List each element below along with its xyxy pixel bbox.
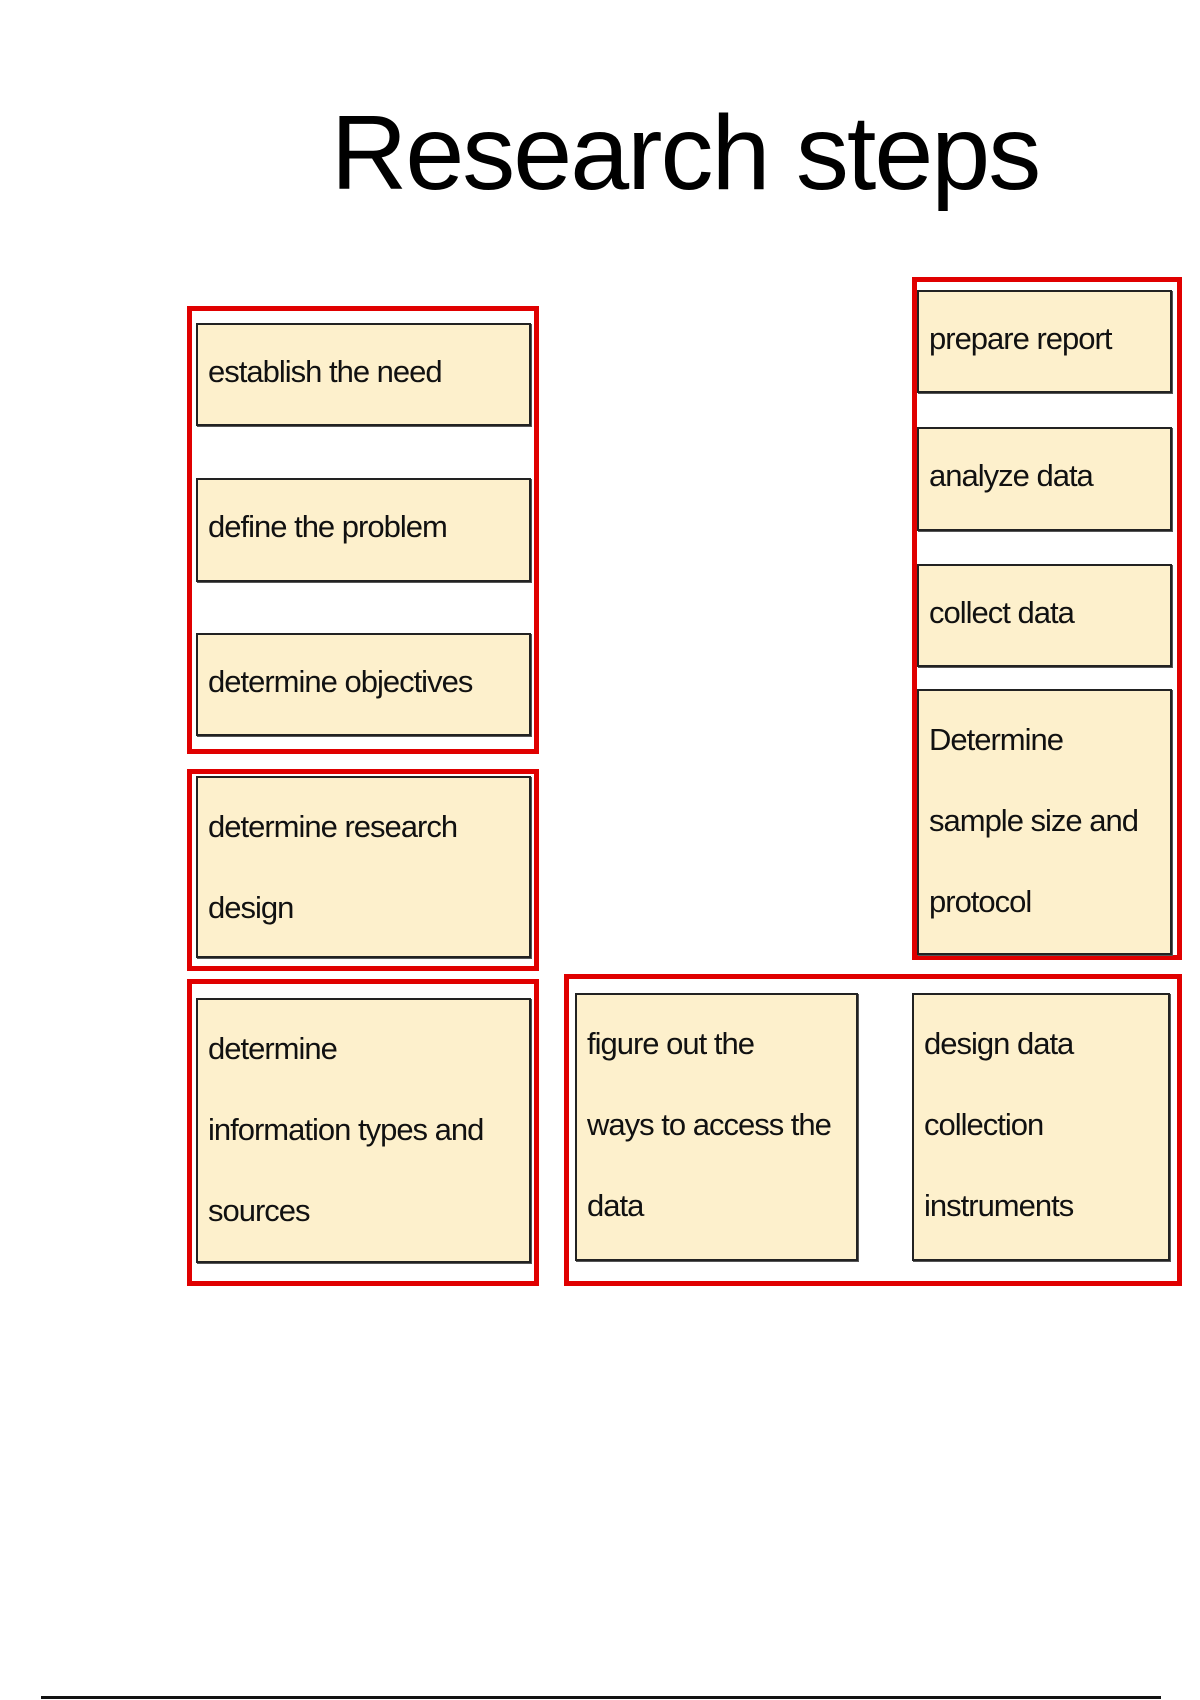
group-research-design (187, 769, 539, 971)
step-analyze-data: analyze data (917, 427, 1172, 531)
step-prepare-report: prepare report (917, 290, 1172, 393)
step-access-data: figure out the ways to access the data (575, 993, 858, 1261)
step-establish-need: establish the need (196, 323, 531, 426)
slide-title: Research steps (330, 94, 1041, 212)
step-determine-objectives: determine objectives (196, 633, 531, 736)
step-define-problem: define the problem (196, 478, 531, 582)
group-information-sources (187, 979, 539, 1286)
step-sample-size: Determine sample size and protocol (917, 689, 1172, 955)
group-data-collection-methods (564, 974, 1182, 1286)
bottom-divider (41, 1696, 1161, 1699)
step-collect-data: collect data (917, 564, 1172, 667)
step-information-types: determine information types and sources (196, 998, 531, 1263)
step-research-design: determine research design (196, 776, 531, 958)
group-problem-definition (187, 306, 539, 754)
group-execution (912, 277, 1182, 960)
step-design-instruments: design data collection instruments (912, 993, 1170, 1261)
